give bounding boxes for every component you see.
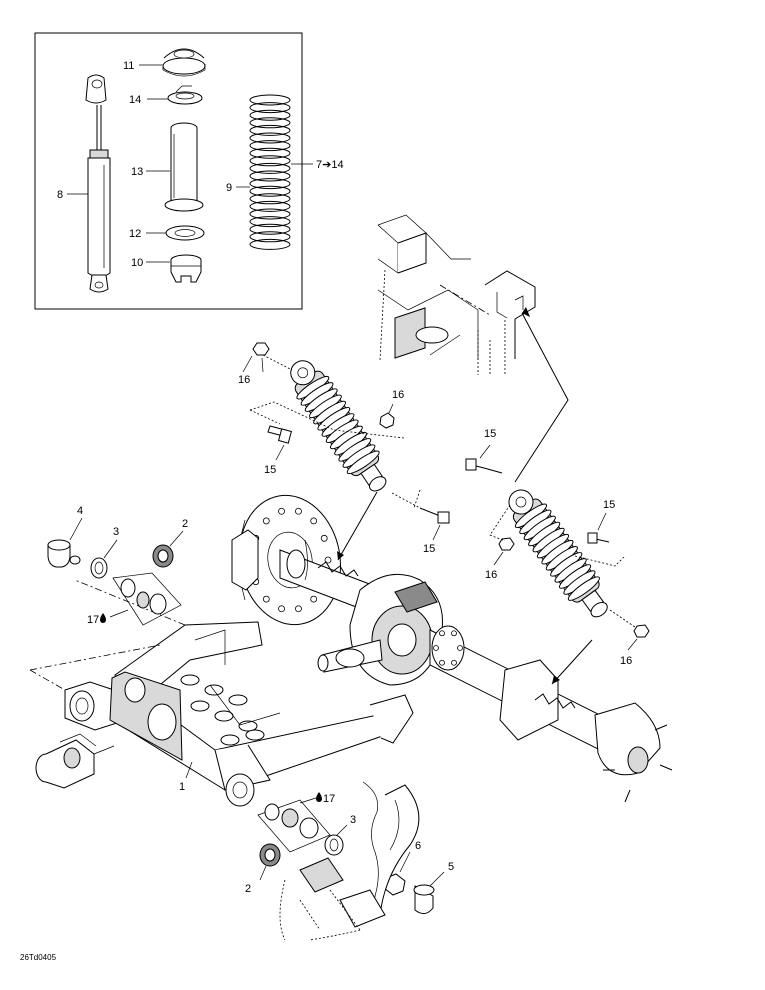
flange-bolt: [439, 659, 445, 666]
disc-vent-hole: [320, 534, 328, 542]
spring-coil-turn: [249, 200, 291, 212]
callout-2-b: 2: [245, 883, 251, 895]
callout-7-to-14: 7➔14: [316, 159, 344, 171]
spring-coil-turn: [249, 170, 291, 182]
figure-code: 26Td0405: [20, 953, 57, 962]
shock-coil-turn: [346, 450, 380, 475]
spring-coil-turn: [249, 185, 291, 197]
callout-16-b: 16: [392, 389, 404, 401]
spring-coil-turn: [249, 132, 291, 144]
disc-vent-hole: [310, 517, 318, 525]
spring-coil-turn: [249, 216, 291, 228]
arm-lightening-hole: [190, 700, 210, 712]
coil-spring: [249, 94, 291, 250]
swing-arm: [29, 579, 414, 807]
callout-3-a: 3: [113, 526, 119, 538]
shock-coil-turn: [567, 576, 600, 601]
callout-12: 12: [129, 228, 141, 240]
callout-5: 5: [448, 861, 454, 873]
lower-frame-section: [279, 781, 420, 941]
spring-coil-turn: [249, 193, 291, 205]
callout-15-b: 15: [484, 428, 496, 440]
spring-coil-turn: [249, 238, 291, 250]
spring-retainer-clip: [167, 85, 203, 105]
callout-2-a: 2: [182, 518, 188, 530]
callout-16-d: 16: [620, 655, 632, 667]
callout-17-b: 17: [323, 793, 335, 805]
spring-coil-turn: [249, 178, 291, 190]
callout-15-d: 15: [603, 499, 615, 511]
disc-vent-hole: [262, 595, 270, 603]
shock-components-inset: [34, 32, 313, 310]
spring-coil-turn: [249, 102, 291, 114]
lubricant-drop-icon: [100, 613, 106, 623]
spring-coil-turn: [249, 109, 291, 121]
callout-16-c: 16: [485, 569, 497, 581]
flange-bolt: [451, 630, 457, 637]
callout-14-inset: 14: [129, 94, 141, 106]
spring-coil-turn: [249, 94, 291, 106]
spring-washer: [165, 225, 205, 241]
flange-bolt: [433, 645, 439, 651]
flange-bolt: [451, 659, 457, 666]
spring-coil-turn: [249, 208, 291, 220]
callout-17-a: 17: [87, 614, 99, 626]
spring-coil-turn: [249, 155, 291, 167]
disc-vent-hole: [310, 595, 318, 603]
disc-vent-hole: [295, 507, 302, 515]
shock-fasteners-left: [249, 342, 450, 541]
spring-coil-turn: [249, 147, 291, 159]
drive-shaft-yoke: [35, 733, 115, 789]
shock-fasteners-right: [465, 444, 650, 651]
shock-absorber-body: [85, 74, 111, 293]
spring-lower-seat: [170, 254, 202, 283]
callout-11: 11: [123, 60, 134, 72]
shock-absorber-left: [290, 360, 387, 492]
callout-9: 9: [226, 182, 232, 194]
arm-lightening-hole: [220, 734, 240, 746]
bump-stop-sleeve: [164, 122, 204, 212]
pivot-parts-upper: [47, 539, 182, 626]
callout-13: 13: [131, 166, 143, 178]
callout-6: 6: [415, 840, 421, 852]
vehicle-frame-section: [377, 214, 536, 375]
callout-15-a: 15: [264, 464, 276, 476]
spring-coil-turn: [249, 231, 291, 243]
disc-vent-hole: [262, 517, 270, 525]
disc-vent-hole: [295, 605, 302, 613]
lubricant-drop-icon: [316, 792, 322, 802]
callout-labels: 11 14 13 12 10 8 9 7➔14 16 16 15 15 15 1…: [57, 60, 632, 895]
arm-lightening-hole: [245, 729, 265, 741]
callout-15-c: 15: [423, 543, 435, 555]
callout-16-a: 16: [238, 374, 250, 386]
pivot-parts-lower: [257, 797, 445, 914]
disc-vent-hole: [278, 605, 285, 613]
callout-10: 10: [131, 257, 143, 269]
callout-8: 8: [57, 189, 63, 201]
arm-lightening-hole: [238, 720, 258, 732]
spring-coil-turn: [249, 162, 291, 174]
callout-3-b: 3: [350, 814, 356, 826]
arm-lightening-hole: [180, 674, 200, 686]
disc-vent-hole: [324, 556, 332, 564]
flange-bolt: [439, 630, 445, 637]
disc-vent-hole: [278, 507, 285, 515]
rear-axle-assembly: [231, 489, 673, 803]
flange-bolt: [457, 645, 463, 651]
arm-lightening-hole: [228, 694, 248, 706]
callout-4: 4: [77, 505, 83, 517]
callout-1: 1: [179, 781, 185, 793]
spring-coil-turn: [249, 140, 291, 152]
spring-coil-turn: [249, 223, 291, 235]
spring-coil-turn: [249, 117, 291, 129]
shock-absorber-right: [508, 489, 608, 618]
spring-upper-cap: [162, 48, 206, 77]
spring-coil-turn: [249, 124, 291, 136]
